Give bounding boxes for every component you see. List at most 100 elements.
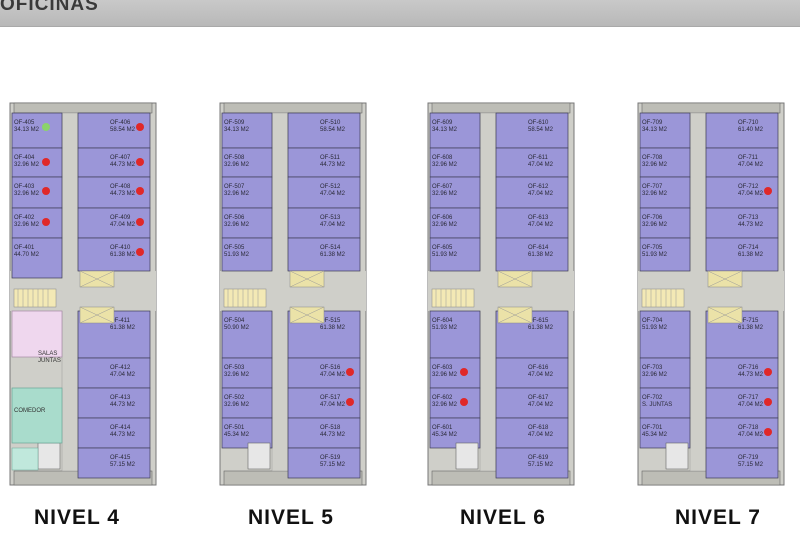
office-id: OF-619 (528, 455, 549, 461)
sold-marker (346, 398, 354, 406)
office-unit (221, 147, 273, 178)
office-area: 57.15 M2 (320, 462, 346, 468)
office-unit (495, 176, 569, 209)
office-id: OF-506 (224, 215, 245, 221)
office-area: 50.90 M2 (224, 325, 250, 331)
office-id: OF-610 (528, 120, 549, 126)
office-unit (429, 387, 481, 419)
office-area: 32.96 M2 (432, 222, 458, 228)
office-id: OF-505 (224, 245, 245, 251)
office-id: OF-605 (432, 245, 453, 251)
office-id: OF-707 (642, 184, 663, 190)
office-id: OF-511 (320, 155, 341, 161)
sold-marker (136, 187, 144, 195)
office-unit (287, 112, 361, 149)
office-area: 32.96 M2 (14, 162, 40, 168)
office-id: OF-507 (224, 184, 245, 190)
office-id: OF-617 (528, 395, 549, 401)
office-unit (429, 237, 481, 272)
office-area: 44.73 M2 (110, 432, 136, 438)
office-unit (495, 237, 569, 272)
office-area: 47.04 M2 (320, 222, 346, 228)
sold-marker (136, 248, 144, 256)
office-area: 32.96 M2 (642, 222, 668, 228)
office-id: OF-403 (14, 184, 35, 190)
office-id: OF-710 (738, 120, 759, 126)
stair (223, 288, 267, 308)
office-id: OF-517 (320, 395, 341, 401)
sold-marker (42, 187, 50, 195)
section-header: OFICINAS (0, 0, 800, 27)
office-area: 34.13 M2 (14, 127, 40, 133)
office-id: OF-602 (432, 395, 453, 401)
stair (641, 288, 685, 308)
office-unit (639, 357, 691, 389)
office-area: 61.38 M2 (320, 252, 346, 258)
sold-marker (460, 398, 468, 406)
office-unit (429, 147, 481, 178)
office-id: OF-518 (320, 425, 341, 431)
office-area: 47.04 M2 (528, 162, 554, 168)
office-area: 32.96 M2 (14, 191, 40, 197)
sold-marker (764, 368, 772, 376)
office-unit (639, 207, 691, 239)
office-area: 44.73 M2 (738, 372, 764, 378)
office-unit (287, 417, 361, 449)
facade-top (223, 102, 363, 114)
office-id: OF-613 (528, 215, 549, 221)
office-unit (11, 207, 63, 239)
office-id: OF-510 (320, 120, 341, 126)
dining-room-label: COMEDOR (14, 408, 46, 414)
office-unit (287, 147, 361, 178)
office-id: OF-717 (738, 395, 759, 401)
office-unit (495, 357, 569, 389)
office-unit (639, 237, 691, 272)
office-area: 51.93 M2 (224, 252, 250, 258)
office-area: 61.40 M2 (738, 127, 764, 133)
office-id: OF-516 (320, 365, 341, 371)
meeting-room-label: SALAS (38, 351, 57, 357)
office-id: OF-608 (432, 155, 453, 161)
office-area: 47.04 M2 (110, 222, 136, 228)
office-area: 58.54 M2 (320, 127, 346, 133)
office-id: OF-409 (110, 215, 131, 221)
office-id: OF-504 (224, 318, 245, 324)
office-unit (11, 112, 63, 149)
level-label-6: NIVEL 6 (460, 506, 546, 529)
office-unit (429, 207, 481, 239)
office-area: 32.96 M2 (224, 162, 250, 168)
office-area: 44.73 M2 (110, 402, 136, 408)
level-label-4: NIVEL 4 (34, 506, 120, 529)
service-core (665, 442, 689, 470)
office-unit (495, 447, 569, 479)
office-unit (287, 207, 361, 239)
dining-room (11, 387, 63, 444)
office-area: 51.93 M2 (432, 252, 458, 258)
office-area: 32.96 M2 (224, 191, 250, 197)
office-unit (429, 310, 481, 359)
office-area: 32.96 M2 (224, 222, 250, 228)
office-unit (11, 147, 63, 178)
office-id: OF-501 (224, 425, 245, 431)
office-id: OF-705 (642, 245, 663, 251)
section-title: OFICINAS (0, 0, 99, 15)
sold-marker (42, 158, 50, 166)
office-area: 47.04 M2 (738, 191, 764, 197)
office-unit (287, 176, 361, 209)
facade-top (431, 102, 571, 114)
office-area: 32.96 M2 (642, 372, 668, 378)
office-unit (77, 387, 151, 419)
sold-marker (346, 368, 354, 376)
shaft-cross (289, 306, 325, 324)
office-id: OF-411 (110, 318, 131, 324)
office-area: 32.96 M2 (224, 402, 250, 408)
office-area: 32.96 M2 (224, 372, 250, 378)
office-area: 32.96 M2 (14, 222, 40, 228)
office-unit (221, 357, 273, 389)
office-unit (429, 176, 481, 209)
office-area: 47.04 M2 (320, 372, 346, 378)
shaft-cross (289, 270, 325, 288)
